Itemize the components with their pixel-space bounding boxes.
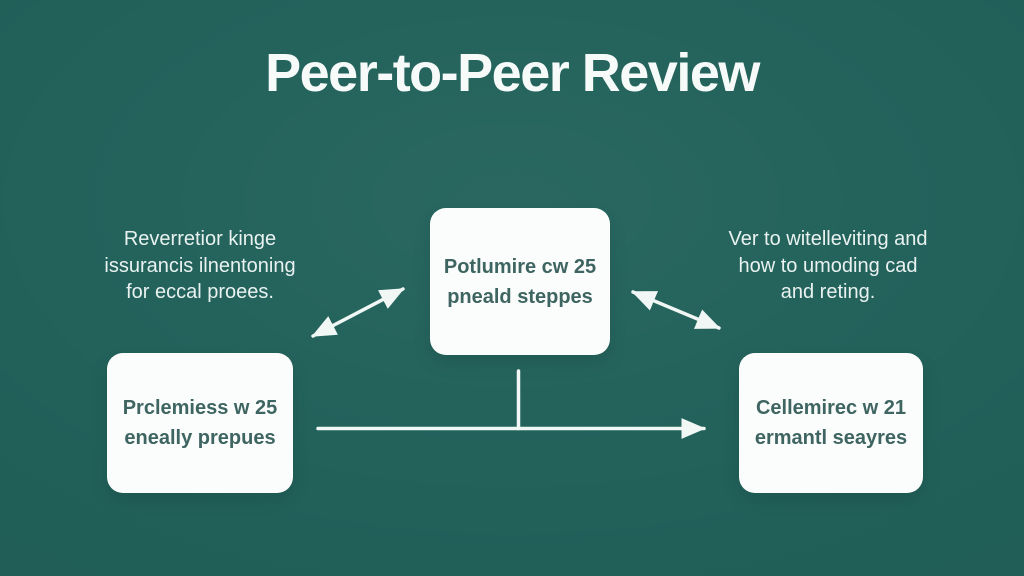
left-note: Reverretior kinge issurancis ilnentoning… <box>72 226 328 306</box>
bottom-right-box-line-2: ermantl seayres <box>754 427 908 449</box>
right-note-line-1: Ver to witelleviting and <box>728 228 928 250</box>
center-box: Potlumire cw 25 pneald steppes <box>430 208 610 355</box>
bottom-right-box: Cellemirec w 21 ermantl seayres <box>739 353 923 493</box>
bottom-left-box: Prclemiess w 25 eneally prepues <box>107 353 293 493</box>
left-note-line-2: issurancis ilnentoning <box>104 254 296 277</box>
right-note-line-2: how to umoding cad <box>738 254 918 277</box>
left-note-line-1: Reverretior kinge <box>123 228 277 250</box>
center-box-line-2: pneald steppes <box>447 285 593 308</box>
page-title: Peer-to-Peer Review <box>265 43 760 103</box>
center-box-line-1: Potlumire cw 25 <box>443 255 597 278</box>
right-note: Ver to witelleviting and how to umoding … <box>700 226 956 306</box>
bottom-right-box-line-1: Cellemirec w 21 <box>755 397 907 419</box>
bottom-left-box-line-2: eneally prepues <box>124 427 276 449</box>
bottom-left-box-line-1: Prclemiess w 25 <box>122 397 278 419</box>
left-note-line-3: for eccal proees. <box>126 281 274 303</box>
right-note-line-3: and reting. <box>780 281 876 303</box>
